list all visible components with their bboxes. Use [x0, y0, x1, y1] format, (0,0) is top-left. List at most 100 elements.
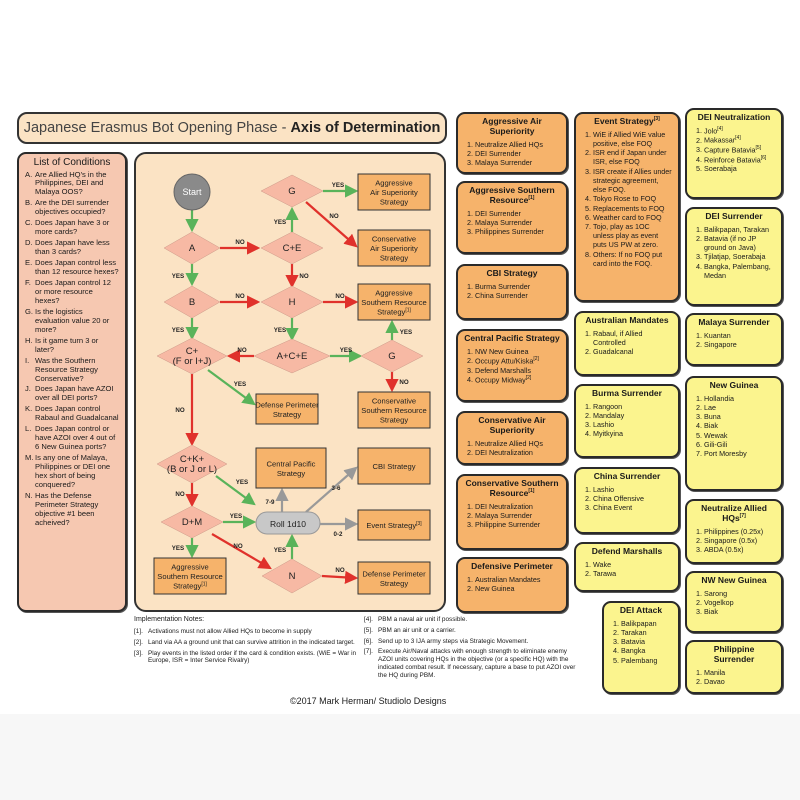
- condition-text: Are Allied HQ's in the Philippines, DEI …: [35, 169, 107, 197]
- condition-item: B.Are the DEI surrender objectives occup…: [25, 198, 119, 217]
- condition-item: J.Does Japan have AZOI over all DEI port…: [25, 385, 119, 403]
- condition-item: K.Does Japan control Rabaul and Guadalca…: [25, 404, 119, 423]
- card-list-item: Singapore (0.5x): [704, 536, 775, 545]
- conservative-air-superiority-card: Conservative Air SuperiorityNeutralize A…: [456, 411, 568, 465]
- box-defense-perimeter-2-label: Strategy: [380, 579, 408, 588]
- condition-item: H.Is it game turn 3 or later?: [25, 335, 119, 355]
- card-list-item: China Event: [593, 503, 672, 512]
- card-list-item: Australian Mandates: [475, 575, 560, 584]
- card-list-item: DEI Surrender: [475, 149, 560, 158]
- card-title: Neutralize Allied HQs[7]: [701, 503, 767, 523]
- card-list-item: Gili-Gili: [704, 440, 775, 449]
- node-c-k-label: (B or J or L): [167, 464, 217, 475]
- card-title: Conservative Southern Resource[1]: [465, 478, 559, 498]
- card-list-item: China Offensive: [593, 494, 672, 503]
- note-item: [7].Execute Air/Naval attacks with enoug…: [364, 648, 579, 679]
- notes-heading: Implementation Notes:: [134, 616, 205, 623]
- card-title: Defend Marshalls: [591, 546, 663, 556]
- burma-surrender-card: Burma SurrenderRangoonMandalayLashioMyit…: [574, 384, 680, 458]
- card-list-item: Davao: [704, 677, 775, 686]
- australian-mandates-card: Australian MandatesRabaul, if Allied Con…: [574, 311, 680, 376]
- node-g-top-label: G: [288, 186, 295, 197]
- central-pacific-strategy-card: Central Pacific StrategyNW New GuineaOcc…: [456, 329, 568, 402]
- node-c-k: [156, 444, 228, 484]
- flow-branch-label: YES: [172, 545, 184, 552]
- flow-branch-label: YES: [274, 219, 286, 226]
- flow-branch-label: YES: [230, 513, 242, 520]
- edge-n-defper2: [321, 570, 359, 584]
- node-d-m-label: D+M: [182, 517, 202, 528]
- box-conservative-air-superiority-label: Conservative: [372, 235, 416, 244]
- note-number: [4].: [364, 616, 373, 623]
- card-list-item: Jolo[4]: [704, 126, 775, 136]
- card-list-item: Philippine Surrender: [475, 520, 560, 529]
- condition-text: Has the Defense Perimeter Strategy objec…: [35, 490, 99, 527]
- box-defense-perimeter-2: [357, 561, 431, 595]
- node-c-e: [260, 231, 324, 265]
- note-item: [2].Land via AA a ground unit that can s…: [134, 639, 362, 647]
- box-aggressive-southern-resource: [357, 283, 431, 321]
- note-item: [3].Play events in the listed order if t…: [134, 650, 362, 666]
- note-item: [4].PBM a naval air unit if possible.: [364, 616, 579, 624]
- card-title: Conservative Air Superiority: [478, 415, 546, 435]
- node-h-label: H: [289, 297, 296, 308]
- card-list-item: Neutralize Allied HQs: [475, 439, 560, 448]
- card-list-item: Bangka, Palembang, Medan: [704, 262, 775, 280]
- card-list-item: Tjilatjap, Soerabaja: [704, 252, 775, 261]
- condition-text: Is any one of Malaya, Philippines or DEI…: [35, 453, 111, 489]
- node-n: [261, 558, 323, 594]
- condition-item: E.Does Japan control less than 12 resour…: [25, 258, 119, 277]
- card-list-item: Port Moresby: [704, 449, 775, 458]
- card-list-item: Reinforce Batavia[6]: [704, 155, 775, 165]
- card-list-item: Bangka: [621, 646, 672, 655]
- nw-new-guinea-card: NW New GuineaSarongVogelkopBiak: [685, 571, 783, 633]
- card-list-item: DEI Neutralization: [475, 502, 560, 511]
- node-c-f-i-j-label: C+: [186, 346, 199, 357]
- card-list-item: WiE if Allied WiE value positive, else F…: [593, 130, 672, 148]
- condition-key: J.: [25, 384, 31, 394]
- card-list-item: Rabaul, if Allied Controlled: [593, 329, 672, 347]
- card-title: Burma Surrender: [592, 388, 662, 398]
- condition-text: Was the Southern Resource Strategy Conse…: [35, 355, 98, 383]
- node-d-m: [160, 505, 224, 539]
- card-list-item: Manila: [704, 668, 775, 677]
- condition-key: N.: [25, 490, 33, 500]
- card-title: Event Strategy[3]: [594, 116, 660, 126]
- box-defense-perimeter-1-label: Defense Perimeter: [255, 400, 319, 409]
- condition-key: L.: [25, 424, 32, 434]
- condition-key: C.: [25, 218, 33, 228]
- roll-range-label: 7-9: [266, 499, 276, 506]
- flow-branch-label: YES: [274, 327, 286, 334]
- node-a: [163, 231, 221, 265]
- card-list-item: Biak: [704, 607, 775, 616]
- node-n-label: N: [289, 571, 296, 582]
- note-item: [5].PBM an air unit or a carrier.: [364, 627, 579, 635]
- condition-key: K.: [25, 404, 33, 414]
- condition-text: Is it game turn 3 or later?: [35, 335, 99, 354]
- card-list-item: Philippines Surrender: [475, 227, 560, 236]
- node-b: [163, 285, 221, 319]
- implementation-notes: Implementation Notes: [1].Activations mu…: [134, 616, 575, 679]
- box-aggressive-southern-resource-2-label: Strategy[1]: [173, 582, 207, 591]
- roll-range-label: 0-2: [334, 531, 344, 538]
- condition-item: L.Does Japan control or have AZOI over 4…: [25, 424, 119, 452]
- card-list-item: Tokyo Rose to FOQ: [593, 194, 672, 203]
- condition-key: H.: [25, 335, 33, 345]
- title-prefix: Japanese Erasmus Bot Opening Phase -: [23, 120, 287, 136]
- flow-branch-label: YES: [234, 381, 246, 388]
- condition-item: I.Was the Southern Resource Strategy Con…: [25, 355, 119, 384]
- box-conservative-air-superiority: [357, 229, 431, 267]
- box-central-pacific-label: Strategy: [277, 469, 305, 478]
- note-number: [6].: [364, 637, 373, 645]
- card-list-item: Weather card to FOQ: [593, 213, 672, 222]
- note-item: [1].Activations must not allow Allied HQ…: [134, 628, 362, 636]
- neutralize-allied-hqs-card: Neutralize Allied HQs[7]Philippines (0.2…: [685, 499, 783, 564]
- card-list-item: Guadalcanal: [593, 347, 672, 356]
- cbi-strategy-card: CBI StrategyBurma SurrenderChina Surrend…: [456, 264, 568, 320]
- roll-1d10-node: [255, 511, 321, 535]
- flow-branch-label: YES: [236, 479, 248, 486]
- card-list-item: Buna: [704, 412, 775, 421]
- card-list-item: Occupy Midway[2]: [475, 375, 560, 385]
